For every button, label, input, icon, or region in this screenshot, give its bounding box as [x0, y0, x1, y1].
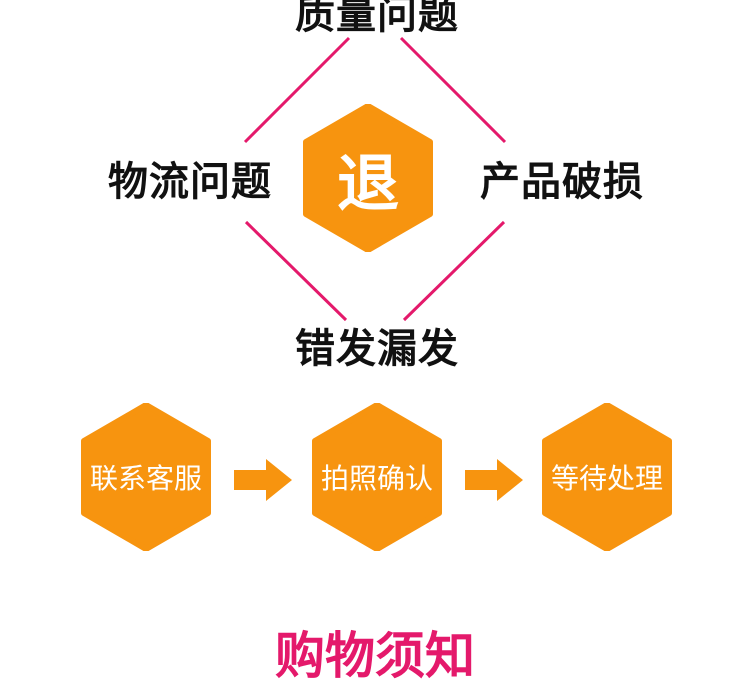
shopping-notice-heading: 购物须知: [275, 627, 475, 685]
label-logistics-issue: 物流问题: [108, 159, 272, 205]
arrow-right-icon: [465, 459, 523, 501]
center-return-label: 退: [336, 147, 399, 220]
label-quality-issue: 质量问题: [295, 0, 459, 38]
arrow-right-icon: [234, 459, 292, 501]
line-top-right: [399, 36, 507, 144]
step-label: 联系客服: [89, 462, 202, 495]
step-label: 等待处理: [550, 462, 663, 495]
line-bottom-left: [244, 220, 348, 322]
line-top-left: [243, 36, 351, 144]
line-bottom-right: [402, 220, 506, 322]
label-product-damage: 产品破损: [480, 159, 644, 205]
return-reasons-diagram: 质量问题 物流问题 产品破损 错发漏发 退 联系客服 拍照确认 等待处理 购物须…: [81, 0, 672, 684]
center-return-hexagon: 退: [303, 104, 433, 252]
step-await-processing: 等待处理: [542, 403, 672, 551]
step-label: 拍照确认: [320, 462, 433, 495]
step-photo-confirm: 拍照确认: [312, 403, 442, 551]
label-wrong-missing-shipment: 错发漏发: [295, 326, 459, 372]
connector-lines: [243, 36, 507, 322]
step-contact-support: 联系客服: [81, 403, 211, 551]
